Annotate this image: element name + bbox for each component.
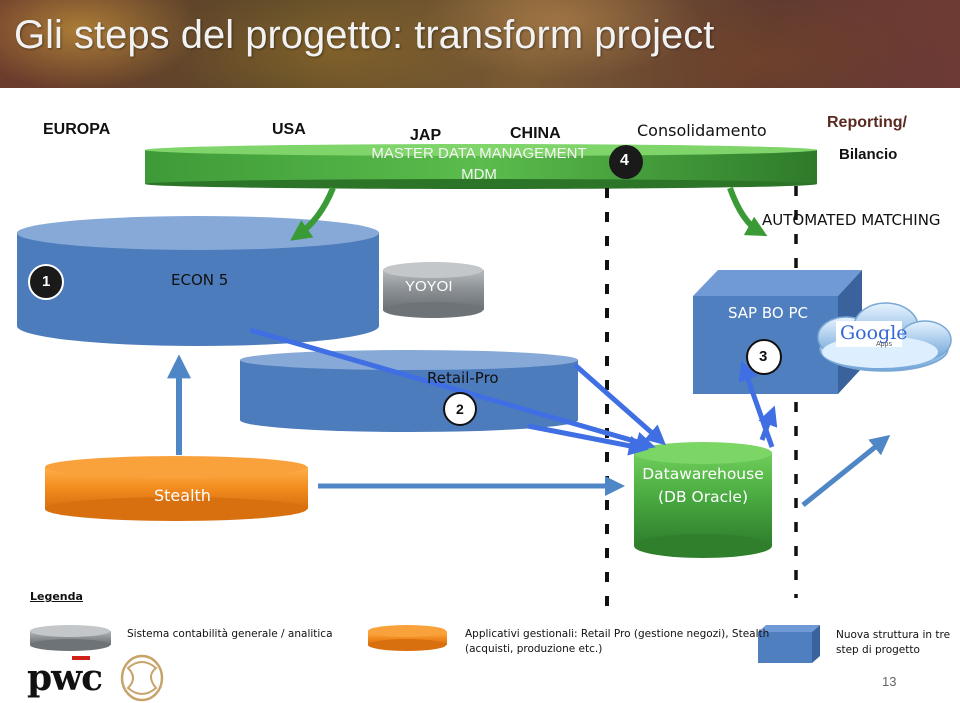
stealth-label: Stealth: [154, 486, 211, 505]
retail-pro-cylinder: [240, 350, 578, 432]
legend-item-accounting: Sistema contabilità generale / analitica: [127, 628, 333, 640]
step-4-number: 4: [620, 152, 629, 169]
econ-label: ECON 5: [171, 271, 229, 289]
legend-gray-cylinder: [30, 625, 111, 651]
datawarehouse-db-label: (DB Oracle): [657, 488, 749, 506]
step-3-number: 3: [759, 348, 768, 365]
yoyoi-cylinder: [383, 262, 484, 318]
mdm-subtitle: MDM: [461, 166, 497, 183]
region-europa: EUROPA: [43, 121, 111, 138]
title-banner: [0, 0, 960, 88]
step-circle-1: [28, 264, 64, 300]
sap-bo-pc-label: SAP BO PC: [728, 304, 808, 322]
step-2-number: 2: [456, 401, 464, 417]
mdm-title: MASTER DATA MANAGEMENT: [371, 145, 587, 162]
google-logo-text: Google: [840, 322, 908, 344]
econ-cylinder: [17, 216, 379, 346]
retail-pro-label: Retail-Pro: [427, 369, 499, 387]
consolidamento-label: Consolidamento: [637, 121, 767, 140]
datawarehouse-cylinder: [634, 442, 772, 558]
bilancio-label: Bilancio: [839, 146, 898, 163]
reporting-label: Reporting/: [827, 114, 907, 131]
page-title: Gli steps del progetto: transform projec…: [14, 13, 715, 57]
google-apps-text: Apps: [876, 341, 892, 348]
step-circle-3: [746, 339, 782, 375]
stealth-cylinder: [45, 456, 308, 521]
legend-item-structure-line2: step di progetto: [836, 644, 920, 656]
pwc-logo-text: pwc: [27, 657, 103, 699]
legend-item-structure-line1: Nuova struttura in tre: [836, 629, 951, 641]
legend-item-apps-line1: Applicativi gestionali: Retail Pro (gest…: [465, 628, 770, 640]
yoyoi-label: YOYOI: [405, 278, 453, 295]
pwc-logo: [72, 656, 90, 660]
step-1-number: 1: [42, 273, 51, 290]
datawarehouse-label: Datawarehouse: [642, 465, 764, 483]
legend-item-apps-line2: (acquisti, produzione etc.): [465, 643, 603, 655]
legend-title: Legenda: [30, 590, 83, 603]
brand-seal: [120, 654, 164, 702]
legend-orange-cylinder: [368, 625, 447, 651]
flow-arrows: [167, 186, 891, 507]
step-circle-4: [609, 145, 643, 179]
region-usa: USA: [272, 121, 306, 138]
region-china: CHINA: [510, 125, 561, 142]
mdm-bar: [145, 144, 817, 189]
region-jap: JAP: [410, 127, 442, 144]
page-number: 13: [882, 674, 897, 689]
step-circle-2: [443, 392, 477, 426]
google-cloud: [817, 302, 952, 372]
automated-matching-label: AUTOMATED MATCHING: [762, 211, 941, 229]
legend-blue-box: [758, 625, 820, 663]
